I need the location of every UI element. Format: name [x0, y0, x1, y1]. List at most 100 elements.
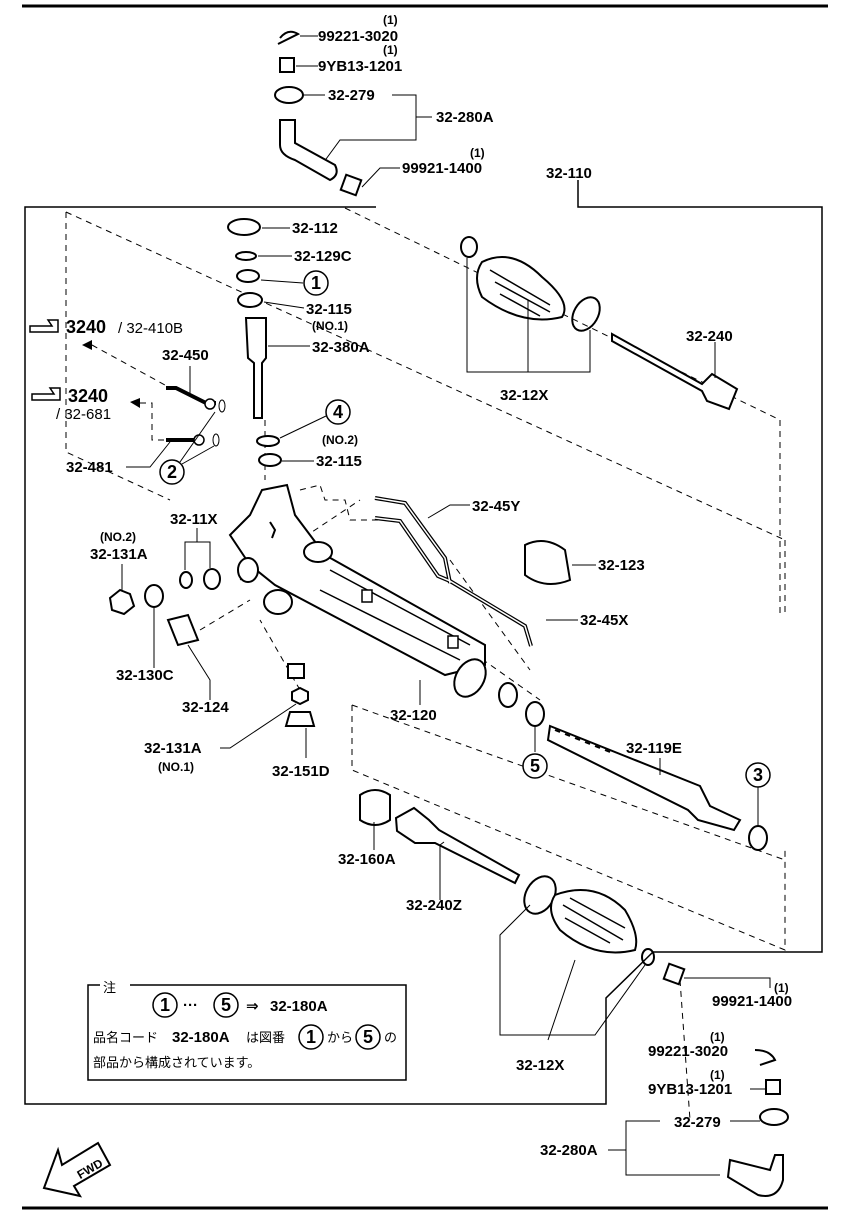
rack-group: 5 32-119E 3 32-160A 32-240Z: [338, 682, 771, 914]
lower-boot-group: 32-12X: [499, 875, 655, 1074]
gear-housing-group: 32-120 32-45Y 32-45X 32-123: [228, 483, 645, 724]
svg-text:1: 1: [311, 273, 321, 293]
svg-text:5: 5: [363, 1027, 373, 1047]
rack-bushing-icon: [524, 540, 572, 585]
label-32-123: 32-123: [598, 557, 645, 574]
note-box: 注 1 ··· 5 ⇒ 32-180A 品名コード 32-180A は図番 1 …: [87, 981, 407, 1081]
label-32-131A-b: 32-131A: [144, 740, 202, 757]
label-split-pin: 99221-3020: [318, 28, 398, 45]
boot-clamp-icon: [460, 236, 478, 258]
svg-text:5: 5: [530, 756, 540, 776]
label-32-120: 32-120: [390, 707, 437, 724]
oil-seal-icon: [236, 269, 260, 283]
qty-split-pin: (1): [383, 13, 398, 27]
label-32-45X: 32-45X: [580, 612, 628, 629]
label-32-160A: 32-160A: [338, 851, 396, 868]
ref-3240-b: 3240: [68, 386, 108, 406]
fwd-arrow: FWD: [42, 1141, 112, 1198]
label-lock-nut: 99921-1400: [402, 160, 482, 177]
bottom-qty-split-pin: (1): [710, 1030, 725, 1044]
label-32-380A: 32-380A: [312, 339, 370, 356]
note-line2-c: から: [327, 1031, 353, 1046]
circled-2: [159, 459, 185, 485]
label-32-115-b: 32-115: [316, 453, 362, 470]
upper-boot-group: 32-12X 32-240: [460, 236, 739, 411]
rack-seal-icon: [498, 682, 518, 708]
housing-end-icon: [453, 658, 487, 698]
note-line2-b: は図番: [246, 1031, 285, 1046]
bearing-icon: [237, 292, 263, 308]
boot-band-icon: [571, 296, 601, 332]
label-32-129C: 32-129C: [294, 248, 352, 265]
inner-tie-rod-icon: [611, 332, 739, 411]
note-arrow: ⇒: [246, 998, 259, 1015]
bottom-label-boot: 32-279: [674, 1114, 721, 1131]
lower-bearing-icon: [258, 453, 282, 467]
lock-nut-icon: [339, 173, 363, 197]
rack-guide-icon: [166, 613, 200, 647]
pinion-shaft-icon: [244, 317, 267, 419]
seal-cap-icon: [227, 218, 261, 236]
label-32-151D: 32-151D: [272, 763, 330, 780]
label-32-124: 32-124: [182, 699, 229, 716]
bottom-label-nut: 9YB13-1201: [648, 1081, 732, 1098]
note-line2-a: 品名コード: [93, 1030, 158, 1046]
left-reference-group: 3240 / 32-410B 3240 / 32-681 32-450 32-4…: [29, 317, 226, 485]
label-32-450: 32-450: [162, 347, 209, 364]
rack-end-seal-icon: [748, 825, 768, 851]
label-32-112: 32-112: [292, 220, 338, 237]
note-range-to: 5: [221, 995, 231, 1015]
inner-tie-rod-z-icon: [394, 806, 521, 885]
forward-arrow-icon: [42, 1141, 112, 1198]
pinion-parts-group: 32-112 32-129C 1 32-115 (NO.1) 32-380A 4…: [227, 218, 370, 470]
label-32-12X-bottom: 32-12X: [516, 1057, 564, 1074]
label-32-11X: 32-11X: [170, 511, 218, 528]
circled-5: [522, 753, 548, 779]
bottom-nut-icon: [765, 1079, 781, 1095]
bottom-lock-nut-icon: [662, 962, 686, 986]
yoke-spring-icon: [144, 584, 164, 608]
mount-insulator-icon: [284, 711, 316, 727]
yoke-parts-group: 32-11X (NO.2) 32-131A 32-130C 32-124 32-…: [90, 511, 330, 780]
gear-assy-frame: [24, 180, 823, 1105]
note-line2-kit: 32-180A: [172, 1029, 230, 1046]
label-32-119E: 32-119E: [626, 740, 682, 757]
ref-3240-a-sub: / 32-410B: [118, 320, 183, 337]
bellows-stop-icon: [359, 789, 391, 826]
svg-text:1: 1: [306, 1027, 316, 1047]
bottom-tie-rod-end-icon: [726, 1154, 784, 1197]
label-32-131A-a: 32-131A: [90, 546, 148, 563]
dust-boot-icon: [274, 86, 304, 104]
qty-lock-nut: (1): [470, 146, 485, 160]
label-32-130C: 32-130C: [116, 667, 174, 684]
label-32-45Y: 32-45Y: [472, 498, 520, 515]
label-gear-assy: 32-110: [546, 165, 592, 182]
bottom-label-tie-rod-end: 32-280A: [540, 1142, 598, 1159]
yoke-lock-nut-icon: [108, 588, 136, 616]
mount-nut-icon: [287, 663, 305, 679]
label-nut: 9YB13-1201: [318, 58, 402, 75]
o-ring-icon: [256, 435, 280, 447]
label-32-240Z: 32-240Z: [406, 897, 462, 914]
steering-rack-icon: [546, 724, 742, 832]
bottom-tie-rod-end-group: (1) 99921-1400 (1) 99221-3020 (1) 9YB13-…: [540, 962, 792, 1197]
label-no1-b: (NO.1): [158, 760, 194, 774]
svg-text:4: 4: [333, 402, 343, 422]
pointing-hand-icon-a: [29, 319, 59, 333]
note-range-sep: ···: [183, 997, 198, 1014]
bottom-qty-nut: (1): [710, 1068, 725, 1082]
split-pin-icon: [277, 30, 301, 45]
bottom-qty-lock-nut: (1): [774, 981, 789, 995]
bottom-label-split-pin: 99221-3020: [648, 1043, 728, 1060]
bottom-split-pin-icon: [754, 1049, 777, 1066]
qty-nut: (1): [383, 43, 398, 57]
ref-3240-b-sub: / 32-681: [56, 406, 111, 423]
label-32-481: 32-481: [66, 459, 113, 476]
lower-boot-clamp-icon: [641, 948, 655, 966]
label-32-115-a: 32-115: [306, 301, 352, 318]
label-32-12X-top: 32-12X: [500, 387, 548, 404]
label-no2-b: (NO.2): [100, 530, 136, 544]
circled-1-top: [303, 270, 329, 296]
